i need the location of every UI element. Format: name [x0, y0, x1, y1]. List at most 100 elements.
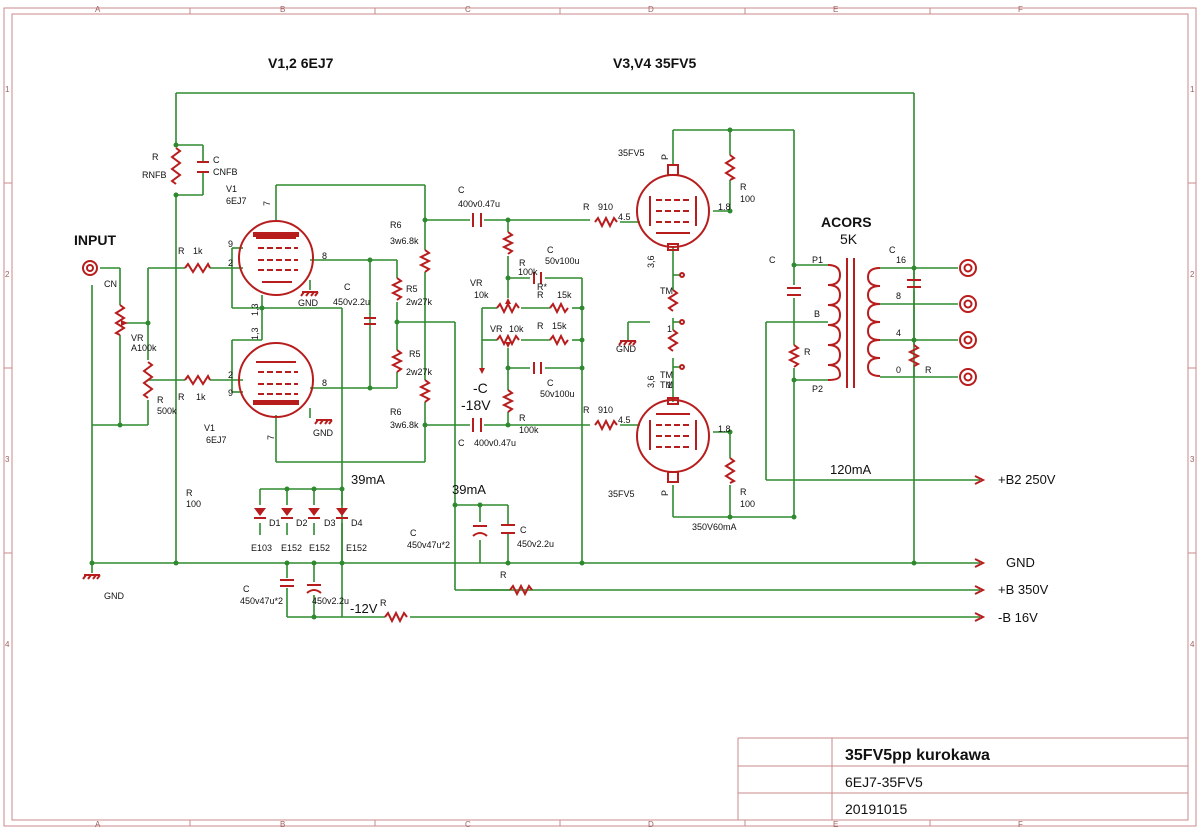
part-value: 450v2.2u [312, 596, 349, 606]
current-120: 120mA [830, 462, 872, 477]
part-label: C [213, 155, 220, 165]
part-label: C [769, 255, 776, 265]
part-value: 100k [519, 425, 539, 435]
pin-label: P1 [812, 255, 823, 265]
pin-label: 4.5 [618, 415, 631, 425]
part-value: 100 [186, 499, 201, 509]
part-value: 50v100u [540, 389, 575, 399]
col-label: F [1018, 820, 1023, 829]
diode-type: E103 [251, 543, 272, 553]
rail-gnd: GND [1006, 555, 1035, 570]
part-value: 15k [557, 290, 572, 300]
pin-label: 8 [322, 378, 327, 388]
current-39a: 39mA [351, 472, 385, 487]
pin-label: 1 [667, 324, 672, 334]
cn-label: CN [104, 279, 117, 289]
part-label: R [178, 246, 185, 256]
part-label: R [178, 392, 185, 402]
resistor-r6-top [418, 249, 432, 273]
part-label: R6 [390, 220, 402, 230]
resistor-100k-bottom [501, 389, 515, 413]
ot-impedance: 5K [840, 231, 858, 247]
part-value: RNFB [142, 170, 167, 180]
col-label: A [95, 5, 101, 14]
neg-c-label: -C [473, 380, 488, 396]
tubes-text: 6EJ7-35FV5 [845, 774, 923, 790]
part-value: A100k [131, 343, 157, 353]
output-jack-16 [959, 259, 977, 277]
part-label: C [520, 525, 527, 535]
resistor-r5-bottom [390, 349, 404, 373]
output-transformer [827, 258, 881, 388]
part-value: 910 [598, 405, 613, 415]
part-value: 450v47u*2 [407, 540, 450, 550]
row-label: 1 [1190, 85, 1195, 94]
part-label: R [157, 395, 164, 405]
output-jack-8 [959, 295, 977, 313]
junctions [89, 127, 917, 620]
ground-symbol [618, 340, 637, 346]
diode-d1 [254, 508, 266, 519]
part-label: C [243, 584, 250, 594]
part-value: 3w6.8k [390, 420, 419, 430]
part-label: R [152, 152, 159, 162]
part-value: 100 [740, 499, 755, 509]
diode-d3 [308, 508, 320, 519]
diode-d4 [336, 508, 348, 519]
part-label: R [519, 413, 526, 423]
diode-label: D1 [269, 518, 281, 528]
resistor-1k-bottom [184, 373, 211, 386]
part-label: R [804, 347, 811, 357]
part-label: R5 [406, 284, 418, 294]
resistor-910-top [594, 215, 618, 229]
resistor-m12 [384, 610, 408, 624]
pin-label: 1,3 [250, 327, 260, 340]
bias-pot-top [496, 301, 520, 315]
tube-v4 [636, 397, 710, 483]
part-value: 1k [196, 392, 206, 402]
pin-label: B [814, 309, 820, 319]
part-label: VR [470, 278, 483, 288]
frame: A B C D E F A B C D E F 1 2 3 4 1 2 3 4 [3, 5, 1197, 829]
part-label: C [410, 528, 417, 538]
diode-label: D4 [351, 518, 363, 528]
rail-b2: +B2 250V [998, 472, 1056, 487]
part-value: 450v2.2u [517, 539, 554, 549]
col-label: D [648, 820, 654, 829]
resistor-15k-bottom [549, 333, 569, 347]
part-label: R [186, 488, 193, 498]
col-label: B [280, 5, 285, 14]
part-value: 50v100u [545, 256, 580, 266]
pin-label: 1.8 [718, 202, 731, 212]
pin-label: 9 [228, 239, 233, 249]
part-label: V1 [226, 184, 237, 194]
col-label: F [1018, 5, 1023, 14]
part-label: R [537, 290, 544, 300]
part-label: TM [660, 380, 673, 390]
pin-label: P [660, 490, 670, 496]
part-value: 6EJ7 [206, 435, 227, 445]
part-label: R [500, 570, 507, 580]
tube-v1-bottom [238, 342, 314, 418]
resistor-out [907, 344, 921, 367]
diode-type: E152 [281, 543, 302, 553]
part-label: R5 [409, 349, 421, 359]
title-text: 35FV5pp kurokawa [845, 747, 990, 764]
part-label: C [547, 378, 554, 388]
part-label: R [380, 598, 387, 608]
volume-pot [113, 304, 126, 336]
row-label: 3 [1190, 455, 1195, 464]
part-value: 100 [740, 194, 755, 204]
ground-symbol [300, 291, 319, 297]
part-value: CNFB [213, 167, 238, 177]
row-label: 2 [1190, 270, 1195, 279]
col-label: C [465, 820, 471, 829]
part-label: C [458, 185, 465, 195]
part-value: 910 [598, 202, 613, 212]
part-label: R [925, 365, 932, 375]
tube-v1-top [238, 220, 314, 296]
ground-symbol [314, 419, 333, 425]
part-label: R [583, 202, 590, 212]
part-label: R* [537, 282, 547, 292]
